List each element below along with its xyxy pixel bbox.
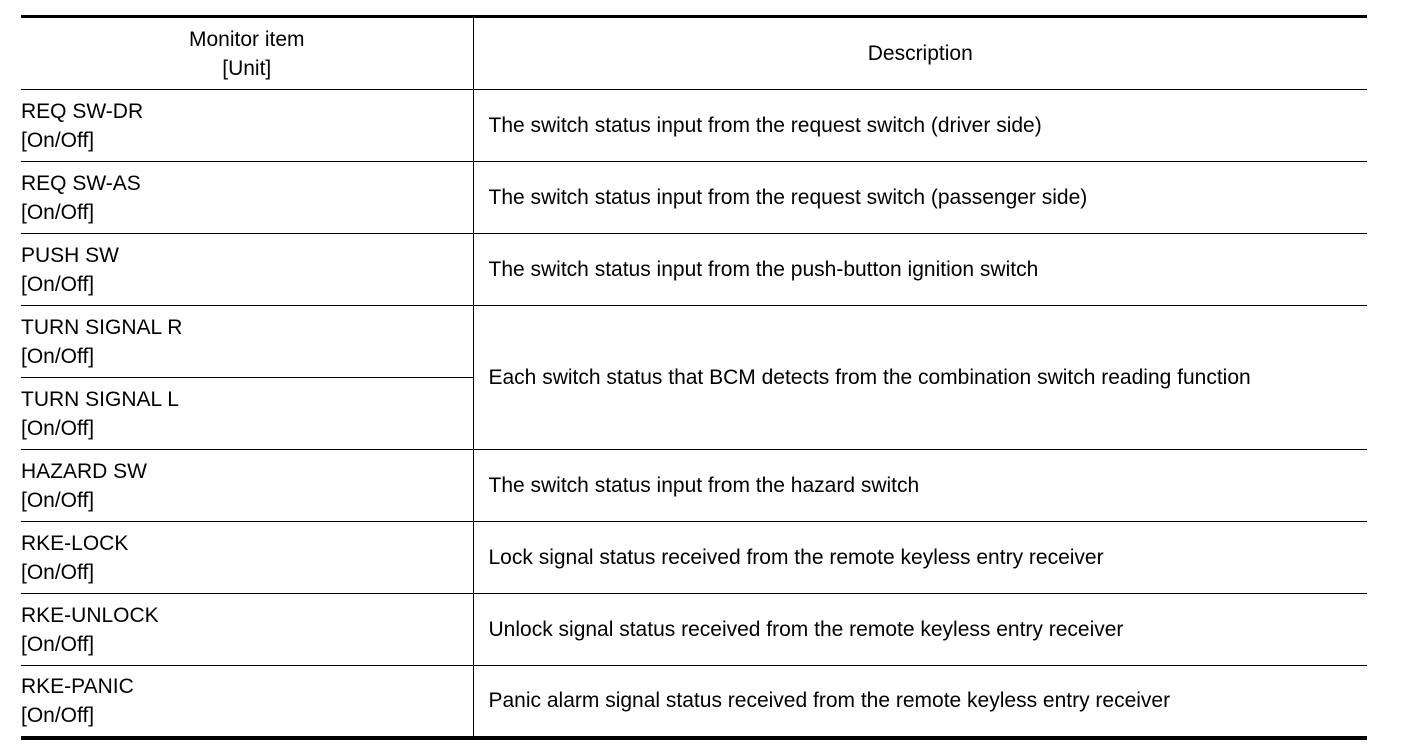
monitor-item-unit: [On/Off] <box>21 703 95 727</box>
monitor-item-name: PUSH SW <box>21 243 120 267</box>
monitor-item-unit: [On/Off] <box>21 560 95 584</box>
monitor-item-unit: [On/Off] <box>21 128 95 152</box>
description-cell: The switch status input from the request… <box>472 161 1367 234</box>
description-cell: The switch status input from the hazard … <box>472 449 1367 522</box>
monitor-item-name: RKE-PANIC <box>21 674 134 698</box>
monitor-item-unit: [On/Off] <box>21 344 95 368</box>
table-row: TURN SIGNAL R [On/Off] Each switch statu… <box>21 305 1367 450</box>
table-row: PUSH SW [On/Off] The switch status input… <box>21 233 1367 306</box>
table-row: TURN SIGNAL L [On/Off] <box>21 377 1367 450</box>
table-row: REQ SW-DR [On/Off] The switch status inp… <box>21 89 1367 162</box>
description-cell: The switch status input from the push-bu… <box>472 233 1367 306</box>
monitor-item-cell: REQ SW-AS [On/Off] <box>21 161 473 234</box>
monitor-item-name: TURN SIGNAL L <box>21 387 179 411</box>
monitor-item-cell: REQ SW-DR [On/Off] <box>21 89 473 162</box>
description-cell: Panic alarm signal status received from … <box>472 665 1367 740</box>
description-cell: Unlock signal status received from the r… <box>472 593 1367 666</box>
monitor-item-column-header: Monitor item [Unit] <box>21 15 473 90</box>
table-row: RKE-UNLOCK [On/Off] Unlock signal status… <box>21 593 1367 666</box>
monitor-item-unit: [On/Off] <box>21 488 95 512</box>
table-row: RKE-PANIC [On/Off] Panic alarm signal st… <box>21 665 1367 740</box>
monitor-item-cell: TURN SIGNAL R [On/Off] <box>21 305 473 378</box>
monitor-item-name: RKE-LOCK <box>21 531 129 555</box>
monitor-item-cell: PUSH SW [On/Off] <box>21 233 473 306</box>
monitor-item-table: Monitor item [Unit] Description REQ SW-D… <box>21 15 1367 740</box>
monitor-item-cell: RKE-UNLOCK [On/Off] <box>21 593 473 666</box>
monitor-item-name: TURN SIGNAL R <box>21 315 183 339</box>
monitor-item-cell: HAZARD SW [On/Off] <box>21 449 473 522</box>
unit-header-label: [Unit] <box>222 56 272 80</box>
monitor-item-cell: TURN SIGNAL L [On/Off] <box>21 377 473 450</box>
monitor-item-name: REQ SW-AS <box>21 171 141 195</box>
monitor-item-unit: [On/Off] <box>21 272 95 296</box>
monitor-item-name: RKE-UNLOCK <box>21 603 159 627</box>
table-row: REQ SW-AS [On/Off] The switch status inp… <box>21 161 1367 234</box>
table-row: RKE-LOCK [On/Off] Lock signal status rec… <box>21 521 1367 594</box>
table-header-row: Monitor item [Unit] Description <box>21 15 1367 90</box>
monitor-item-header-label: Monitor item <box>188 27 305 51</box>
monitor-item-name: REQ SW-DR <box>21 99 144 123</box>
description-cell: Lock signal status received from the rem… <box>472 521 1367 594</box>
monitor-item-cell: RKE-PANIC [On/Off] <box>21 665 473 740</box>
monitor-item-cell: RKE-LOCK [On/Off] <box>21 521 473 594</box>
description-header-label: Description <box>867 42 973 65</box>
description-cell: The switch status input from the request… <box>472 89 1367 162</box>
table-row: HAZARD SW [On/Off] The switch status inp… <box>21 449 1367 522</box>
description-cell-merged: Each switch status that BCM detects from… <box>472 305 1367 450</box>
monitor-item-unit: [On/Off] <box>21 200 95 224</box>
monitor-item-unit: [On/Off] <box>21 632 95 656</box>
description-column-header: Description <box>472 15 1367 90</box>
monitor-item-unit: [On/Off] <box>21 416 95 440</box>
monitor-item-name: HAZARD SW <box>21 459 147 483</box>
